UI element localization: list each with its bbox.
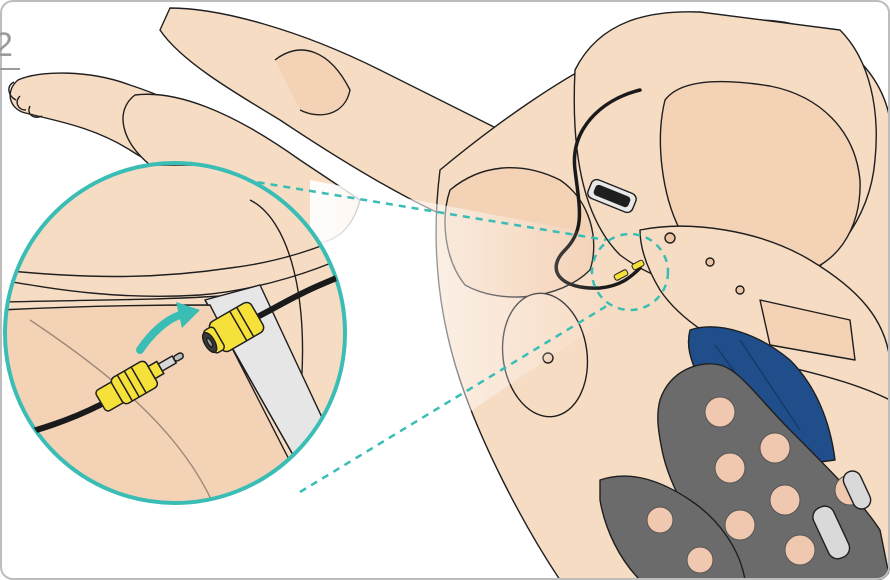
port	[665, 233, 675, 243]
step-underline	[0, 68, 20, 70]
step-number: 2	[0, 28, 13, 62]
port	[706, 258, 714, 266]
port	[736, 286, 744, 294]
